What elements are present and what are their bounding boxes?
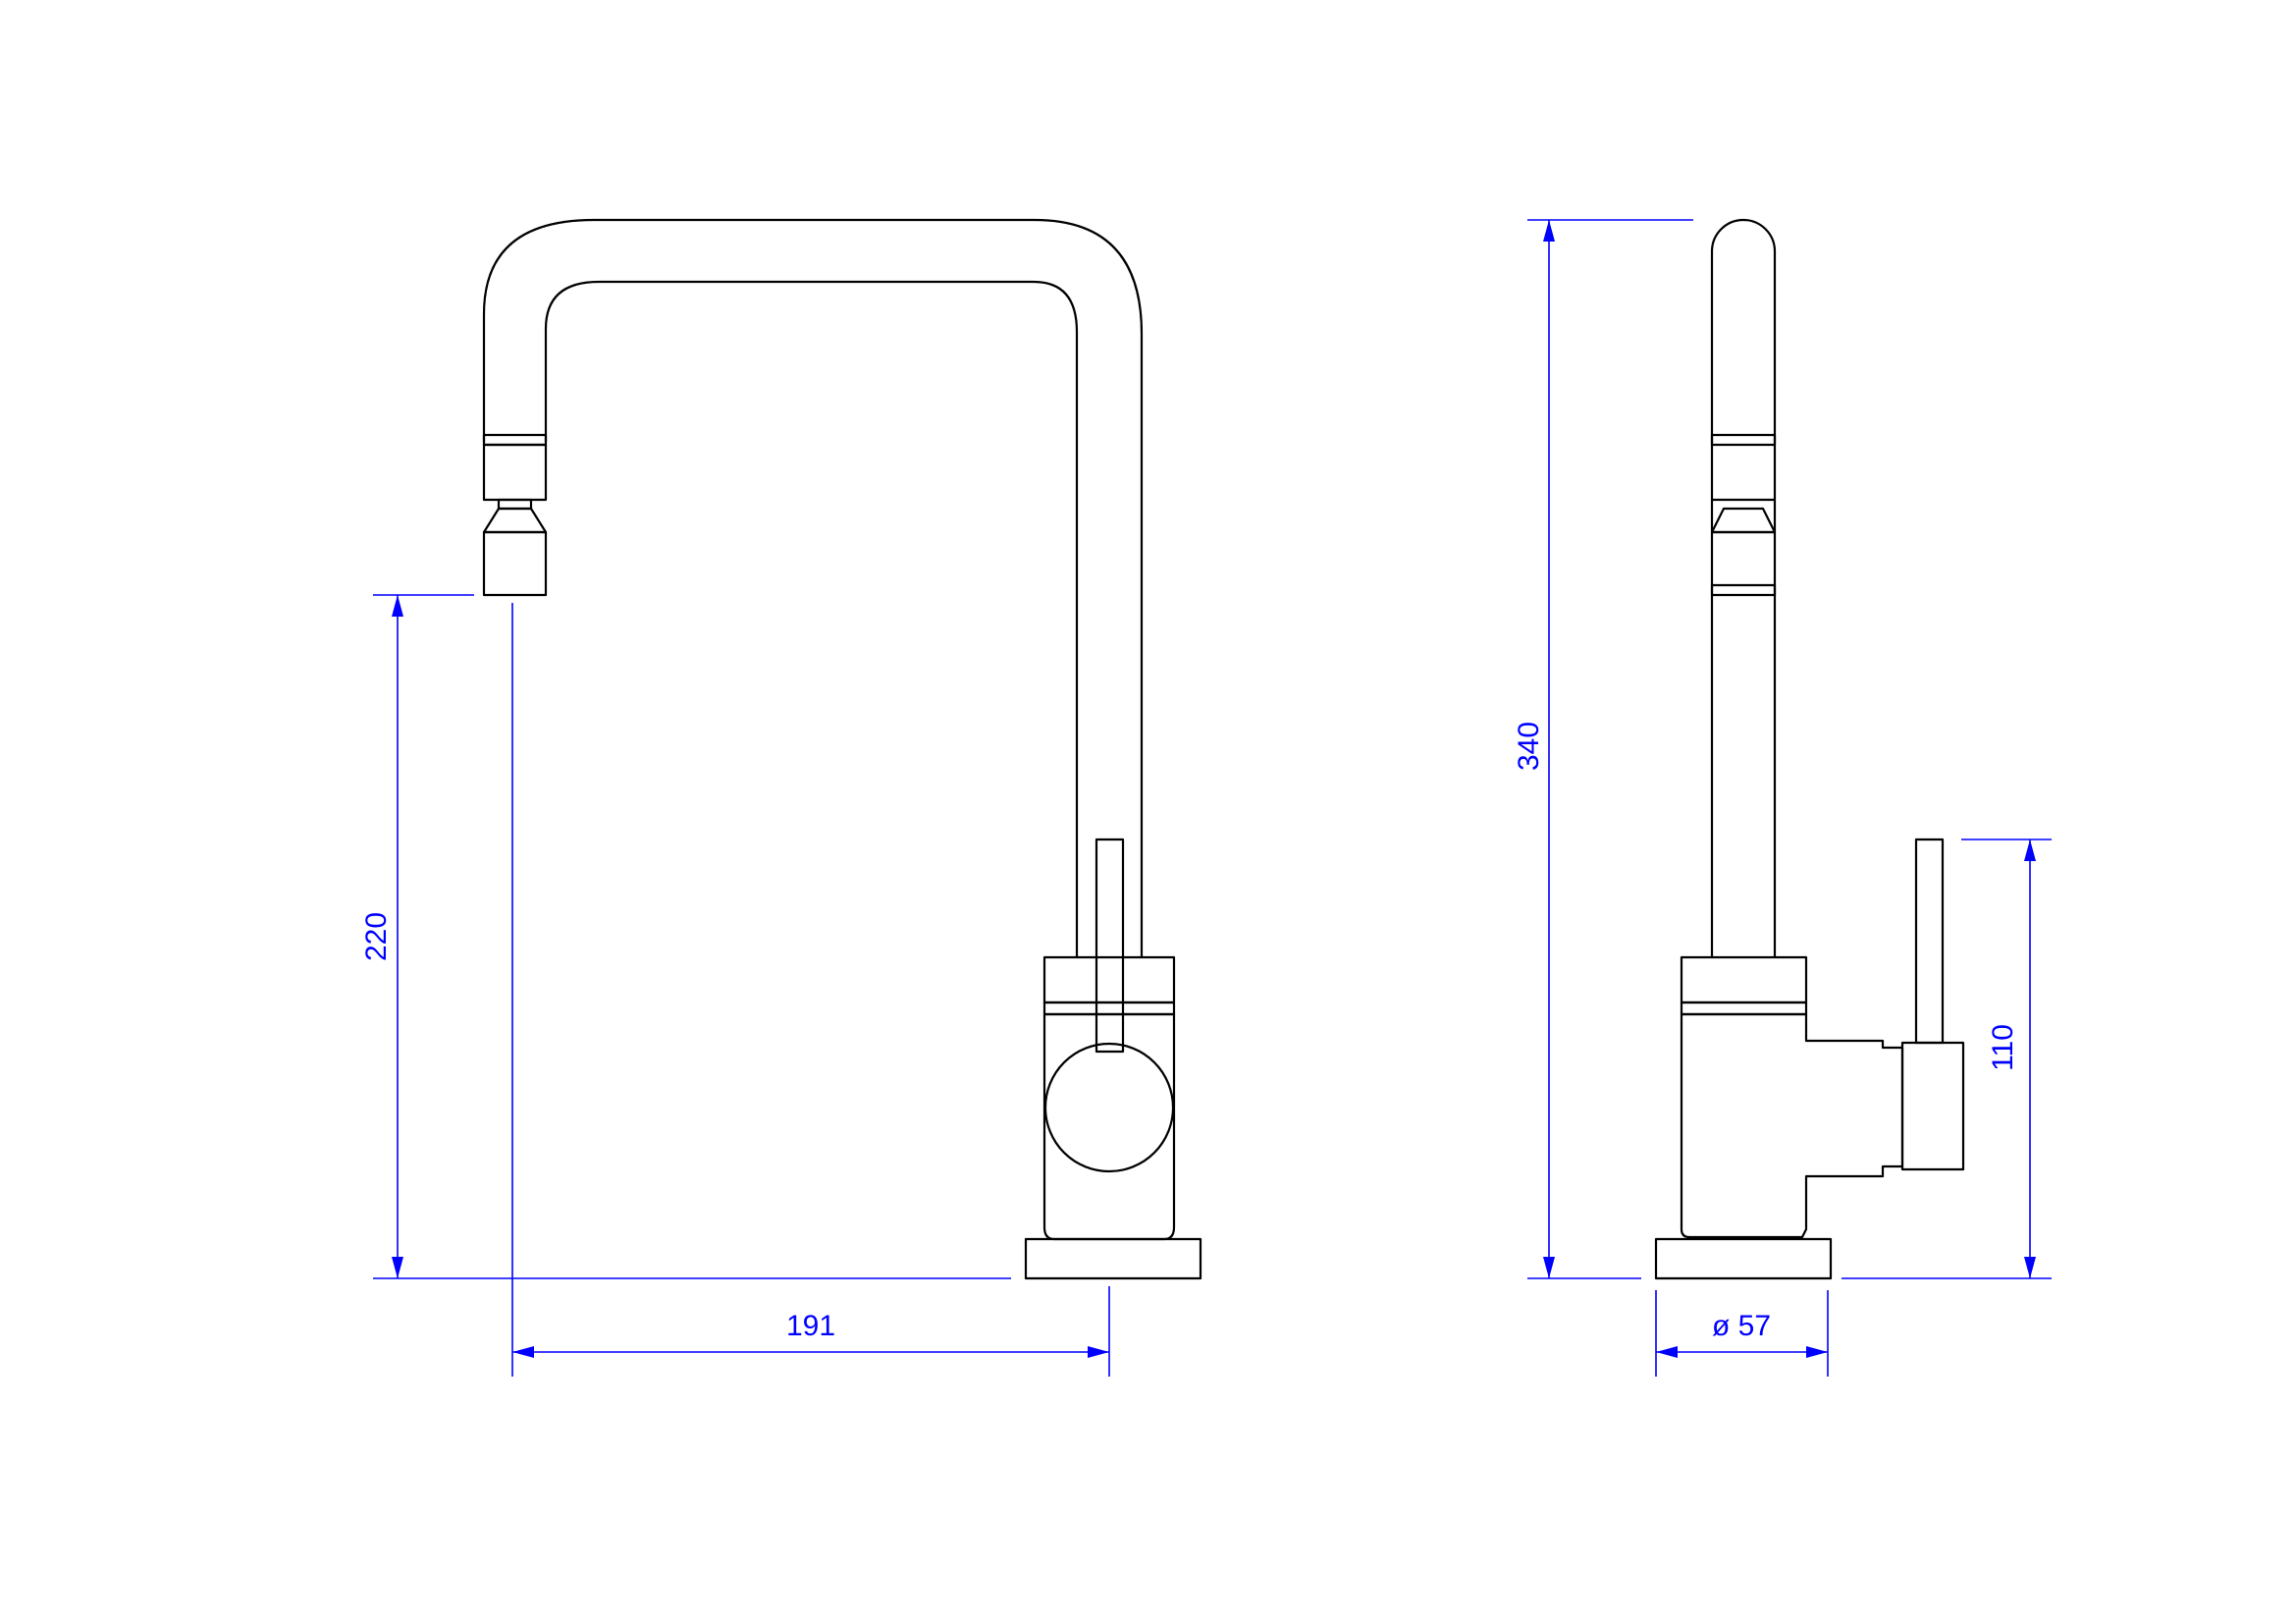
front-aerator-band <box>497 498 533 511</box>
side-aerator-ring-top <box>1710 433 1777 447</box>
arrow-total-height-bottom <box>1543 1257 1555 1278</box>
arrow-spout-reach-right <box>1088 1346 1109 1358</box>
side-body-gap <box>1680 1001 1808 1016</box>
front-body-collar <box>1042 955 1176 1004</box>
label-base-diameter: ø 57 <box>1712 1310 1771 1342</box>
side-lever-cap <box>1900 1041 1965 1171</box>
label-lever-height: 110 <box>1987 1024 2019 1071</box>
side-base-plate <box>1654 1237 1833 1280</box>
arrow-total-height-top <box>1543 220 1555 242</box>
label-total-height: 340 <box>1513 722 1545 771</box>
front-base-plate <box>1024 1237 1202 1280</box>
dimension-lines: 220 191 340 ø 57 110 <box>360 219 2052 1377</box>
front-lever-knob <box>1043 1042 1175 1173</box>
front-body-gap <box>1042 1001 1176 1016</box>
label-spout-height: 220 <box>360 912 393 961</box>
front-aerator-ring-top <box>482 433 548 447</box>
side-view <box>1654 218 1965 1280</box>
arrow-lever-height-bottom <box>2024 1257 2036 1278</box>
front-aerator-neck <box>482 507 548 534</box>
label-spout-reach: 191 <box>786 1310 835 1342</box>
front-aerator-nozzle <box>482 530 548 597</box>
side-body-collar <box>1680 955 1808 1004</box>
side-lever-handle <box>1914 838 1945 1045</box>
arrow-base-diameter-right <box>1806 1346 1828 1358</box>
front-aerator-ring-mid <box>482 443 548 502</box>
side-body-housing <box>1680 1012 1904 1239</box>
front-view <box>482 218 1202 1280</box>
front-lever <box>1095 838 1125 1054</box>
arrow-spout-height-bottom <box>392 1257 403 1278</box>
side-aerator-ring-bottom <box>1710 583 1777 597</box>
side-aerator-neck <box>1710 507 1777 534</box>
arrow-lever-height-top <box>2024 839 2036 861</box>
front-body-housing <box>1042 1012 1176 1241</box>
arrow-spout-height-top <box>392 595 403 617</box>
arrow-base-diameter-left <box>1656 1346 1678 1358</box>
side-spout-column <box>1710 218 1777 957</box>
front-spout-inner <box>544 280 1079 957</box>
front-spout-outer <box>482 218 1144 957</box>
arrow-spout-reach-left <box>512 1346 534 1358</box>
